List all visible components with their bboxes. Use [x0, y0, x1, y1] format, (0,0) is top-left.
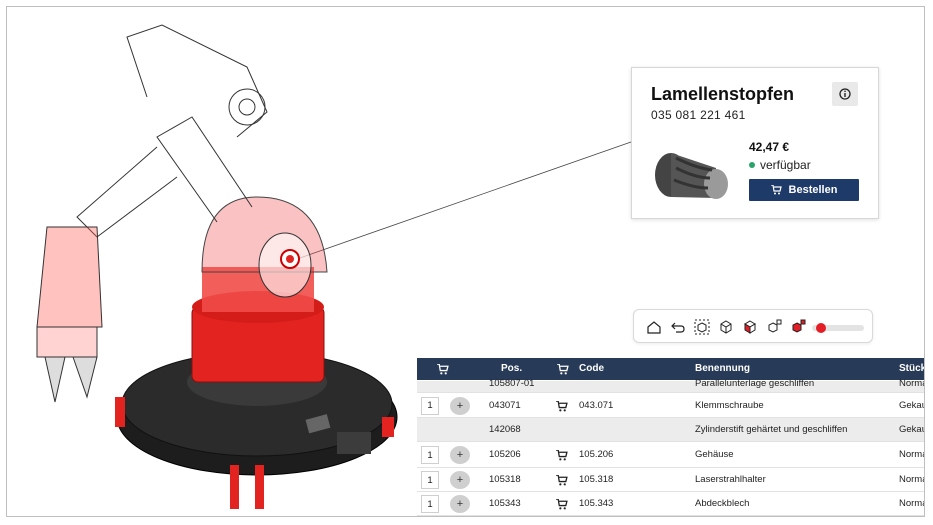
table-row[interactable]: 1 +105318 105.318 Laserstrahlhalter Normal — [417, 468, 924, 492]
cart-icon[interactable] — [556, 400, 568, 412]
add-to-cart-button[interactable]: + — [450, 495, 470, 513]
cell-list: Gekauft — [899, 424, 924, 435]
cell-name: Zylinderstift gehärtet und geschliffen — [695, 424, 848, 435]
cell-name: Parallelunterlage geschliffen — [695, 378, 815, 389]
table-header: Pos. Code Benennung Stücklis — [417, 358, 924, 380]
home-icon[interactable] — [646, 319, 662, 335]
cell-pos: 105318 — [489, 474, 521, 485]
availability-label: verfügbar — [760, 158, 811, 172]
cell-name: Laserstrahlhalter — [695, 474, 766, 485]
undo-icon[interactable] — [670, 319, 686, 335]
viewer-toolbar — [633, 309, 873, 343]
cell-pos: 043071 — [489, 400, 521, 411]
order-button-label: Bestellen — [788, 184, 838, 196]
slider-handle[interactable] — [816, 323, 826, 333]
product-code: 035 081 221 461 — [651, 108, 746, 122]
cart-icon — [770, 185, 782, 195]
cell-list: Normal — [899, 474, 924, 485]
header-name[interactable]: Benennung — [695, 363, 750, 374]
fit-box-icon[interactable] — [694, 319, 710, 335]
cell-list: Normal — [899, 449, 924, 460]
order-button[interactable]: Bestellen — [749, 179, 859, 201]
cell-code: 105.343 — [579, 498, 614, 509]
cell-pos: 105343 — [489, 498, 521, 509]
cell-list: Normal — [899, 378, 924, 389]
cell-pos: 105807-01 — [489, 378, 535, 389]
table-row[interactable]: 1 +043071 043.071 Klemmschraube Gekauft — [417, 393, 924, 418]
add-to-cart-button[interactable]: + — [450, 396, 470, 415]
cart-icon — [437, 364, 449, 375]
add-to-cart-button[interactable]: + — [450, 446, 470, 464]
cell-list: Gekauft — [899, 400, 924, 411]
product-title: Lamellenstopfen — [651, 84, 795, 104]
cell-pos: 142068 — [489, 424, 521, 435]
callout-line — [296, 141, 632, 260]
quantity-input[interactable]: 1 — [421, 396, 439, 415]
cart-icon[interactable] — [556, 450, 568, 461]
app-frame: Lamellenstopfen 035 081 221 461 42,47 € … — [6, 6, 925, 517]
table-row[interactable]: 142068 Zylinderstift gehärtet und geschli… — [417, 418, 924, 442]
box-outline-icon[interactable] — [718, 319, 734, 335]
quantity-input[interactable]: 1 — [421, 495, 439, 513]
cart-icon — [557, 364, 569, 375]
cell-list: Normal — [899, 498, 924, 509]
quantity-input[interactable]: 1 — [421, 446, 439, 464]
info-icon — [839, 88, 851, 100]
explode-slider[interactable] — [812, 325, 864, 331]
cell-code: 043.071 — [579, 400, 614, 411]
box-explode-icon[interactable] — [766, 319, 782, 335]
cell-name: Gehäuse — [695, 449, 734, 460]
table-row[interactable]: 105807-01 Parallelunterlage geschliffen No… — [417, 378, 924, 393]
header-pos[interactable]: Pos. — [501, 363, 523, 374]
info-button[interactable] — [832, 82, 858, 106]
3d-viewport[interactable] — [7, 7, 925, 517]
quantity-input[interactable]: 1 — [421, 471, 439, 489]
parts-table: Pos. Code Benennung Stücklis 105807-01 Pa… — [417, 358, 924, 516]
availability-dot — [749, 162, 755, 168]
add-to-cart-button[interactable]: + — [450, 471, 470, 489]
table-row[interactable]: 1 +105206 105.206 Gehäuse Normal — [417, 442, 924, 468]
box-explode-red-icon[interactable] — [790, 319, 806, 335]
product-image — [655, 153, 728, 199]
robot-model[interactable] — [7, 7, 925, 517]
product-popup: Lamellenstopfen 035 081 221 461 42,47 € … — [631, 67, 879, 219]
availability-status: verfügbar — [749, 158, 811, 172]
cell-code: 105.318 — [579, 474, 614, 485]
cell-name: Abdeckblech — [695, 498, 750, 509]
header-code[interactable]: Code — [579, 363, 604, 374]
cart-icon[interactable] — [556, 499, 568, 510]
table-row[interactable]: 1 +105343 105.343 Abdeckblech Normal — [417, 492, 924, 516]
cell-code: 105.206 — [579, 449, 614, 460]
box-red-icon[interactable] — [742, 319, 758, 335]
cell-name: Klemmschraube — [695, 400, 764, 411]
product-price: 42,47 € — [749, 140, 790, 154]
cart-icon[interactable] — [556, 475, 568, 486]
cell-pos: 105206 — [489, 449, 521, 460]
header-list[interactable]: Stücklis — [899, 363, 924, 374]
